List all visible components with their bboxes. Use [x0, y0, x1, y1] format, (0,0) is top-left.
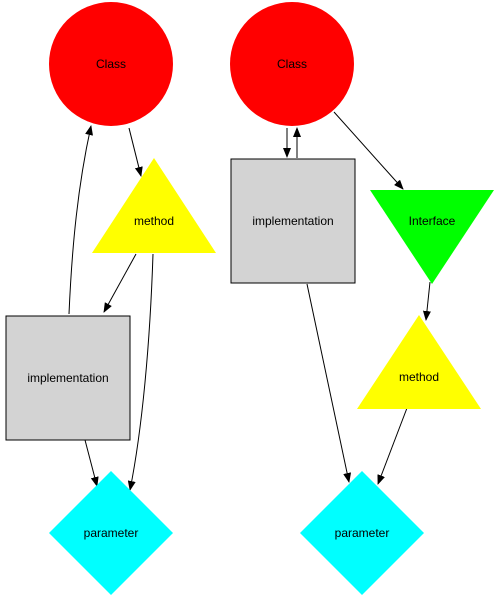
method-triangle: [357, 315, 481, 409]
parameter-diamond: [49, 471, 173, 595]
implementation-box: [5, 315, 131, 441]
method-label: method: [134, 214, 174, 228]
method-label: method: [399, 370, 439, 384]
graph2-method-node: method: [357, 315, 481, 409]
implementation-label: implementation: [252, 214, 333, 228]
parameter-diamond: [300, 471, 424, 595]
graph2-implementation-node: implementation: [230, 158, 356, 284]
graph2-interface-node: Interface: [370, 190, 494, 284]
graph1-parameter-node: parameter: [49, 471, 173, 595]
implementation-label: implementation: [27, 371, 108, 385]
class-circle: [49, 2, 173, 126]
edge-method-to-implementation: [103, 253, 137, 313]
parameter-label: parameter: [84, 526, 139, 540]
edge-implementation-to-class: [68, 125, 93, 315]
graph2-parameter-node: parameter: [300, 471, 424, 595]
parameter-label: parameter: [335, 526, 390, 540]
edge-class-to-method: [128, 127, 143, 177]
interface-triangle: [370, 190, 494, 284]
edge-interface-to-method: [422, 281, 431, 321]
interface-label: Interface: [409, 214, 456, 228]
graph2-class-node: Class: [230, 2, 354, 126]
implementation-box: [230, 158, 356, 284]
edge-class-to-interface: [333, 111, 404, 190]
graph1-method-node: method: [92, 158, 216, 253]
class-label: Class: [277, 57, 307, 71]
edge-method-to-parameter: [127, 253, 154, 491]
edge-method-to-parameter-2: [377, 407, 408, 485]
graph2-edges: [283, 111, 431, 485]
edge-implementation-to-parameter-2: [306, 283, 352, 483]
method-triangle: [92, 158, 216, 253]
class-label: Class: [96, 57, 126, 71]
class-circle: [230, 2, 354, 126]
graph1-class-node: Class: [49, 2, 173, 126]
graph1-edges: [68, 125, 154, 491]
edge-implementation-to-parameter: [84, 439, 99, 487]
graph1-implementation-node: implementation: [5, 315, 131, 441]
